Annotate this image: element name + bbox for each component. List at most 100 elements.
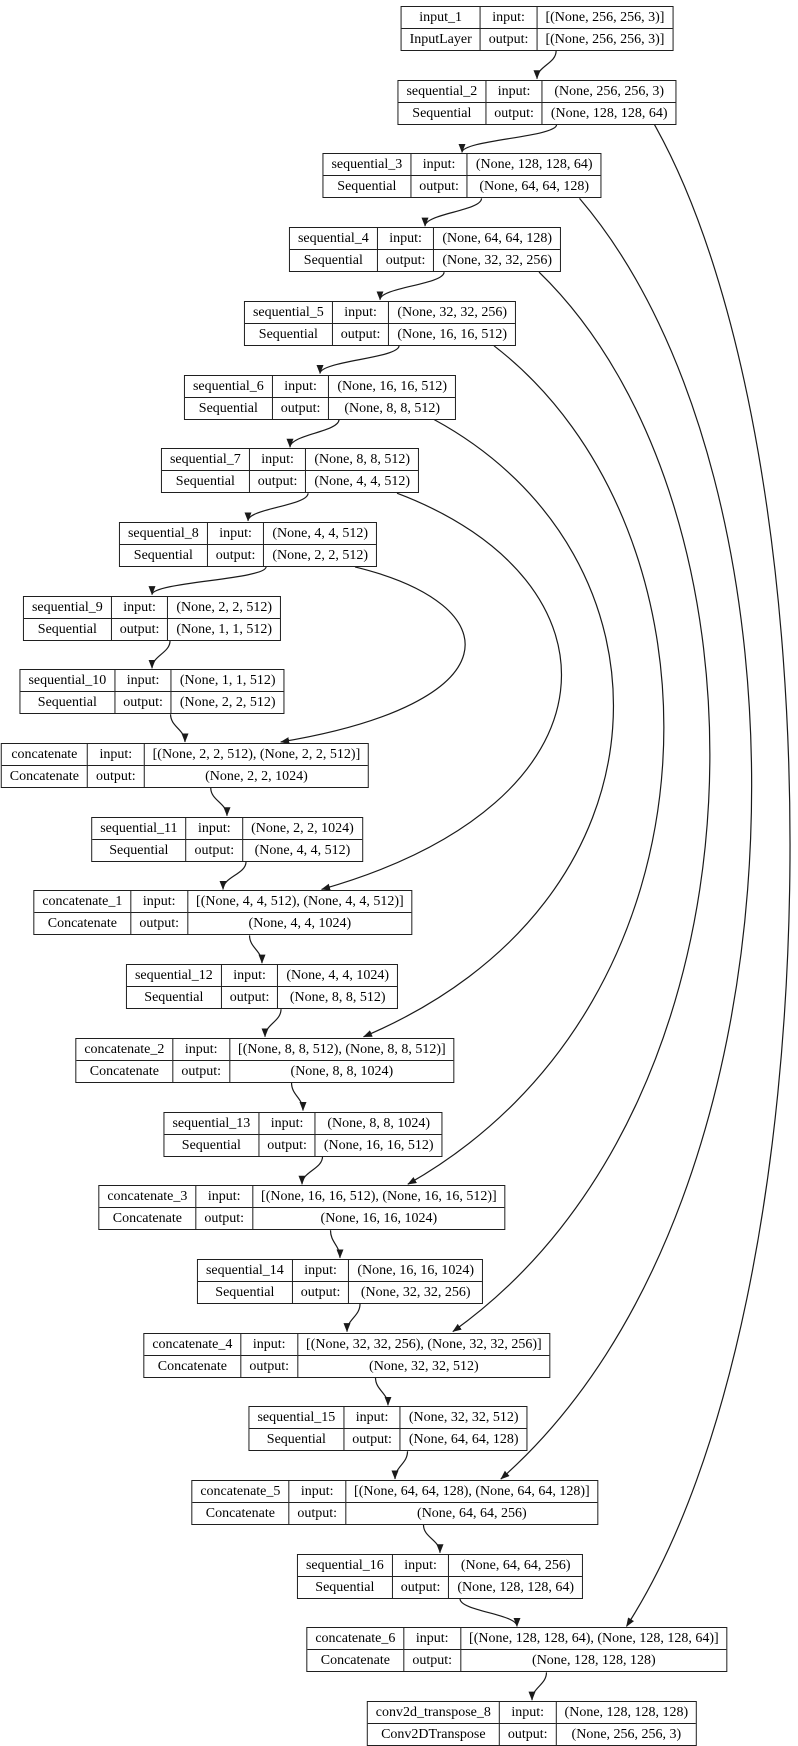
input-label: input: <box>291 1259 349 1281</box>
output-shape: (None, 4, 4, 1024) <box>187 912 412 935</box>
layer-node-sequential_4: sequential_4 input: (None, 64, 64, 128) … <box>288 227 562 273</box>
layer-class: Concatenate <box>34 912 131 934</box>
output-shape: (None, 64, 64, 128) <box>399 1428 527 1451</box>
output-label: output: <box>271 396 329 419</box>
input-shape: [(None, 64, 64, 128), (None, 64, 64, 128… <box>345 1481 598 1502</box>
input-shape: (None, 2, 2, 1024) <box>242 817 362 839</box>
edge-sequential_4-to-sequential_5 <box>376 271 445 301</box>
edge-concatenate_2-to-sequential_13 <box>290 1082 307 1111</box>
input-shape: (None, 128, 128, 64) <box>466 154 601 176</box>
input-label: input: <box>343 1407 400 1429</box>
layer-name: concatenate_4 <box>152 1336 233 1352</box>
layer-name: sequential_3 <box>331 157 403 173</box>
input-shape: (None, 32, 32, 512) <box>399 1407 527 1429</box>
edge-sequential_13-to-concatenate_3 <box>298 1156 324 1185</box>
output-label: output: <box>248 470 306 493</box>
layer-node-sequential_10: sequential_10 input: (None, 1, 1, 512) S… <box>19 669 285 715</box>
output-label: output: <box>258 1133 315 1156</box>
layer-name: concatenate_5 <box>200 1484 281 1499</box>
input-shape: (None, 16, 16, 512) <box>328 375 455 397</box>
input-label: input: <box>248 449 306 471</box>
input-shape: (None, 256, 256, 3) <box>541 80 676 102</box>
output-shape: (None, 2, 2, 512) <box>263 543 377 566</box>
input-shape: (None, 32, 32, 256) <box>388 301 515 323</box>
input-shape: (None, 4, 4, 1024) <box>277 965 397 987</box>
input-shape: [(None, 4, 4, 512), (None, 4, 4, 512)] <box>187 891 412 913</box>
output-label: output: <box>185 838 243 861</box>
output-shape: (None, 64, 64, 256) <box>345 1502 598 1524</box>
input-label: input: <box>479 7 537 28</box>
edge-input_1-to-sequential_2 <box>533 50 557 80</box>
input-shape: (None, 128, 128, 128) <box>555 1702 697 1724</box>
edge-sequential_6-to-concatenate_2 <box>363 418 615 1038</box>
edge-sequential_9-to-sequential_10 <box>148 640 171 669</box>
input-label: input: <box>220 965 278 987</box>
input-label: input: <box>206 522 264 544</box>
output-label: output: <box>403 1649 461 1672</box>
output-label: output: <box>479 28 537 50</box>
input-shape: [(None, 8, 8, 512), (None, 8, 8, 512)] <box>229 1038 454 1060</box>
edge-concatenate_6-to-conv2d_transpose_8 <box>528 1672 548 1701</box>
edge-sequential_3-to-concatenate_5 <box>500 198 753 1480</box>
output-shape: (None, 128, 128, 64) <box>541 101 676 124</box>
layer-node-sequential_2: sequential_2 input: (None, 256, 256, 3) … <box>397 79 677 125</box>
layer-class: Sequential <box>164 1133 259 1156</box>
output-label: output: <box>498 1723 556 1746</box>
layer-class: Sequential <box>297 1575 392 1598</box>
layer-node-sequential_15: sequential_15 input: (None, 32, 32, 512)… <box>248 1406 528 1452</box>
edge-sequential_8-to-concatenate <box>280 566 466 745</box>
layer-class: Sequential <box>92 838 186 861</box>
layer-node-concatenate_4: concatenate_4 input: [(None, 32, 32, 256… <box>143 1332 551 1378</box>
output-shape: (None, 32, 32, 256) <box>433 249 561 272</box>
input-label: input: <box>331 301 389 323</box>
layer-class: Concatenate <box>307 1649 404 1671</box>
layer-name: sequential_12 <box>134 968 213 984</box>
input-shape: (None, 8, 8, 1024) <box>314 1112 442 1134</box>
output-label: output: <box>220 986 278 1009</box>
layer-node-conv2d_transpose_8: conv2d_transpose_8 input: (None, 128, 12… <box>366 1701 698 1746</box>
edge-sequential_3-to-sequential_4 <box>421 198 483 227</box>
output-label: output: <box>391 1575 449 1598</box>
layer-class: Sequential <box>119 543 207 566</box>
layer-node-concatenate_3: concatenate_3 input: [(None, 16, 16, 512… <box>98 1185 506 1231</box>
input-label: input: <box>403 1628 460 1650</box>
output-shape: (None, 2, 2, 1024) <box>143 765 369 787</box>
output-shape: (None, 32, 32, 512) <box>297 1354 550 1377</box>
layer-node-sequential_8: sequential_8 input: (None, 4, 4, 512) Se… <box>118 521 378 567</box>
output-shape: (None, 64, 64, 128) <box>466 175 601 198</box>
layer-name: sequential_9 <box>31 599 103 615</box>
output-shape: (None, 16, 16, 512) <box>314 1133 442 1156</box>
layer-node-input_1: input_1 input: [(None, 256, 256, 3)] Inp… <box>400 6 674 51</box>
edge-sequential_2-to-sequential_3 <box>458 124 558 153</box>
layer-name: sequential_11 <box>100 820 178 836</box>
layer-node-sequential_11: sequential_11 input: (None, 2, 2, 1024) … <box>91 816 363 862</box>
layer-name: sequential_15 <box>257 1410 336 1426</box>
layer-name: sequential_8 <box>127 525 199 541</box>
output-shape: (None, 8, 8, 512) <box>277 986 398 1009</box>
edge-sequential_4-to-concatenate_4 <box>452 271 711 1333</box>
output-label: output: <box>376 249 434 272</box>
output-shape: (None, 2, 2, 512) <box>170 691 284 714</box>
input-label: input: <box>240 1333 297 1355</box>
edge-sequential_5-to-sequential_6 <box>316 345 400 374</box>
output-shape: (None, 4, 4, 512) <box>305 470 419 493</box>
input-shape: (None, 16, 16, 1024) <box>348 1259 482 1281</box>
edge-sequential_14-to-concatenate_4 <box>343 1303 361 1333</box>
layer-class: Sequential <box>323 175 411 197</box>
input-shape: (None, 64, 64, 256) <box>448 1554 582 1576</box>
layer-node-concatenate_1: concatenate_1 input: [(None, 4, 4, 512),… <box>33 890 413 936</box>
output-shape: (None, 128, 128, 64) <box>448 1575 583 1598</box>
layer-name: sequential_16 <box>305 1557 384 1573</box>
output-shape: (None, 256, 256, 3) <box>555 1723 697 1746</box>
output-label: output: <box>172 1059 230 1082</box>
input-label: input: <box>172 1038 229 1060</box>
input-label: input: <box>498 1702 556 1724</box>
input-shape: [(None, 16, 16, 512), (None, 16, 16, 512… <box>252 1186 505 1208</box>
edge-sequential_2-to-concatenate_6 <box>625 124 791 1627</box>
output-label: output: <box>288 1502 346 1524</box>
edge-sequential_7-to-sequential_8 <box>244 492 309 522</box>
input-label: input: <box>195 1186 252 1208</box>
layer-node-sequential_16: sequential_16 input: (None, 64, 64, 256)… <box>296 1553 584 1599</box>
input-shape: [(None, 256, 256, 3)] <box>536 7 672 28</box>
